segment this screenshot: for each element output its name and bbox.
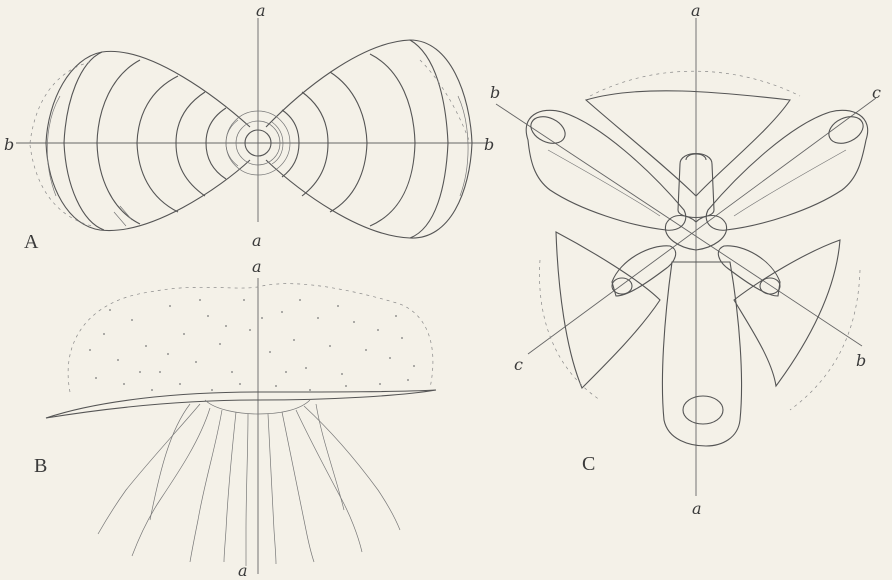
figure-c-petal-upper-left (526, 110, 686, 230)
figure-c-axis-label-lower-right: b (856, 351, 866, 370)
figure-b: a a B (34, 257, 436, 580)
figure-c-axis-label-upper-left: b (490, 83, 500, 102)
figure-b-disc (46, 390, 436, 418)
figure-b-letter: B (34, 455, 47, 477)
figure-c-sepals (540, 71, 861, 410)
figure-c-letter: C (582, 453, 595, 475)
figure-a-axis-label-bottom: a (252, 231, 262, 250)
figure-c-axis-label-bottom: a (692, 499, 702, 518)
figure-c-axis-label-top: a (691, 1, 701, 20)
figure-a-left-lobe (30, 51, 250, 230)
figure-c-axis-label-upper-right: c (872, 83, 881, 102)
figure-c-axis-label-lower-left: c (514, 355, 523, 374)
figure-b-stipple-mass (68, 284, 433, 392)
figure-a-letter: A (24, 231, 39, 253)
figure-c: a a b b c c C (490, 1, 881, 518)
figure-b-roots (98, 404, 400, 566)
figure-a-axis-label-left: b (4, 135, 14, 154)
figure-a-axis-label-right: b (484, 135, 494, 154)
figure-a-axis-label-top: a (256, 1, 266, 20)
figure-c-axis-c (528, 98, 876, 354)
figure-c-petal-upper-right (706, 110, 867, 230)
figure-b-axis-label-bottom: a (238, 561, 248, 580)
figure-a-right-lobe (266, 40, 472, 238)
figure-c-axis-b (496, 104, 862, 346)
figure-c-petal-lower (662, 262, 741, 446)
figure-a: a a b b A (4, 1, 494, 253)
figure-b-axis-label-top: a (252, 257, 262, 276)
